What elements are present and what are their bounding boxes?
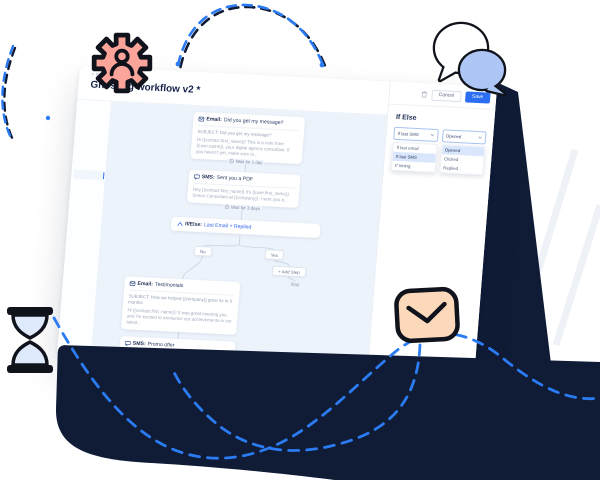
dashed-curve-left (1, 44, 17, 144)
workflow-node-ifelse[interactable]: If/Else: Last Email + Replied (170, 216, 321, 239)
sms-icon (193, 174, 200, 180)
workflow-node-email1[interactable]: Email: Did you get my message? SUBJECT: … (190, 111, 306, 165)
node-type-label: SMS: (201, 174, 215, 181)
panel-title: If Else (395, 113, 417, 122)
branch-yes-label: Yes (264, 249, 285, 261)
email-body: Hi {{contact.first_name}}! This is a not… (195, 136, 290, 158)
event-dropdown-list: Opened Clicked Replied (438, 144, 486, 176)
envelope-icon (394, 286, 460, 344)
branch-no-label: No (193, 245, 213, 257)
workflow-canvas[interactable]: Email: Did you get my message? SUBJECT: … (90, 101, 388, 373)
event-select[interactable]: Opened (441, 129, 487, 145)
workflow-node-email2[interactable]: Email: Testimonials SUBJECT: How we help… (120, 276, 241, 336)
node-title: Did you get my message? (223, 117, 284, 127)
email-icon (129, 281, 136, 287)
node-title: Sent you a PDF (216, 174, 254, 183)
node-title: Last Email + Replied (203, 222, 252, 231)
dashed-arc-top (176, 3, 327, 69)
node-type-label: SMS: (132, 340, 146, 348)
condition-select-value: If last SMS (397, 131, 419, 138)
accent-dot (45, 115, 51, 121)
add-step-button[interactable]: + Add Step (271, 265, 307, 278)
panel-toolbar: Cancel Save (388, 81, 498, 110)
hourglass-icon (7, 307, 53, 373)
dropdown-option[interactable]: Replied (443, 165, 459, 172)
node-type-label: If/Else: (184, 221, 203, 229)
split-icon (177, 221, 183, 227)
gear-icon (91, 32, 153, 94)
sms-body: Hey {{contact.first_name}} it's {{user.f… (192, 186, 291, 203)
node-type-label: Email: (137, 280, 154, 288)
stop-label: Stop (290, 281, 300, 288)
condition-select[interactable]: If last SMS (393, 126, 439, 142)
chevron-down-icon (478, 136, 482, 139)
wait-step-1[interactable]: Wait for 1 day (227, 158, 265, 166)
node-title: Promo offer (147, 341, 175, 349)
shadow-streak (516, 148, 579, 332)
workflow-node-sms1[interactable]: SMS: Sent you a PDF Hey {{contact.first_… (186, 169, 301, 209)
email-body: Hi {{contact.first_name}}! It was great … (126, 307, 232, 326)
node-type-label: Email: (206, 116, 223, 124)
chat-bubbles-icon (432, 21, 507, 97)
clock-icon (229, 158, 234, 164)
shadow-streak (552, 203, 600, 347)
condition-dropdown-list: If last email If last SMS If timing (390, 141, 438, 173)
dropdown-option[interactable]: If timing (394, 162, 411, 169)
trash-icon[interactable] (420, 90, 428, 98)
accent-dot (175, 61, 181, 67)
email-icon (198, 116, 205, 122)
node-title: Testimonials (154, 281, 184, 290)
accent-dot (319, 62, 325, 68)
sidebar-item[interactable] (73, 169, 105, 181)
clock-icon (224, 204, 230, 210)
event-select-value: Opened (445, 133, 462, 140)
chevron-down-icon (430, 133, 434, 137)
wait-step-2[interactable]: Wait for 3 days (222, 204, 263, 212)
sms-icon (124, 340, 131, 347)
